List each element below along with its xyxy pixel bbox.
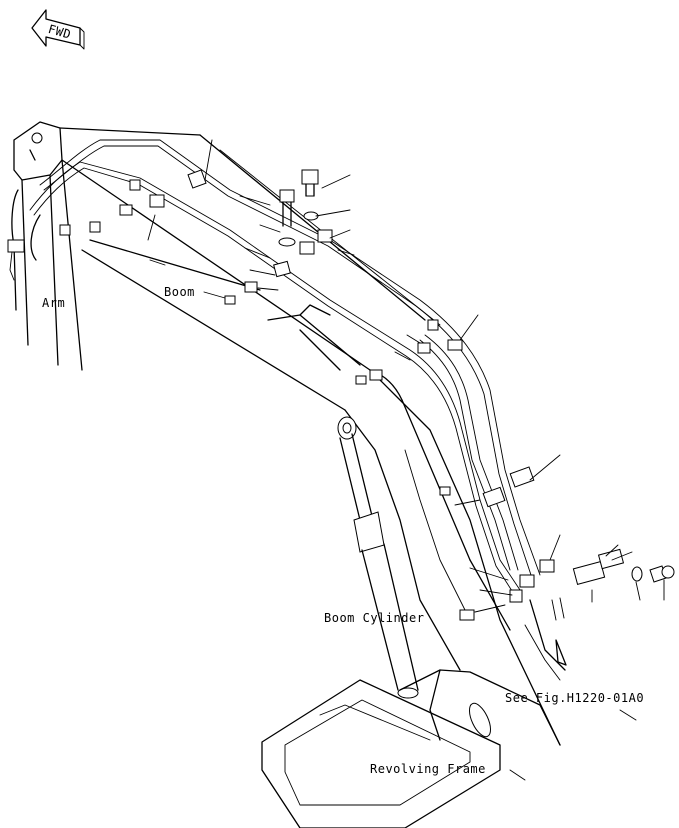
leader-lines — [147, 139, 665, 781]
bolt-parts — [278, 169, 319, 247]
clamp-parts — [59, 169, 675, 621]
arm-structure — [7, 121, 83, 371]
arm-label: Arm — [42, 296, 65, 310]
boom-cylinder — [337, 416, 419, 699]
revolving-frame — [261, 679, 501, 828]
boom-label: Boom — [164, 285, 195, 299]
boom-cylinder-label: Boom Cylinder — [324, 611, 424, 625]
boom-foot — [399, 597, 567, 746]
fwd-label: FWD — [47, 22, 73, 42]
see-fig-label: See Fig.H1220-01A0 — [505, 691, 644, 705]
boom-structure — [59, 127, 561, 746]
hydraulic-piping — [29, 139, 541, 595]
fwd-arrow-icon: FWD — [31, 9, 85, 50]
revolving-frame-label: Revolving Frame — [370, 762, 486, 776]
